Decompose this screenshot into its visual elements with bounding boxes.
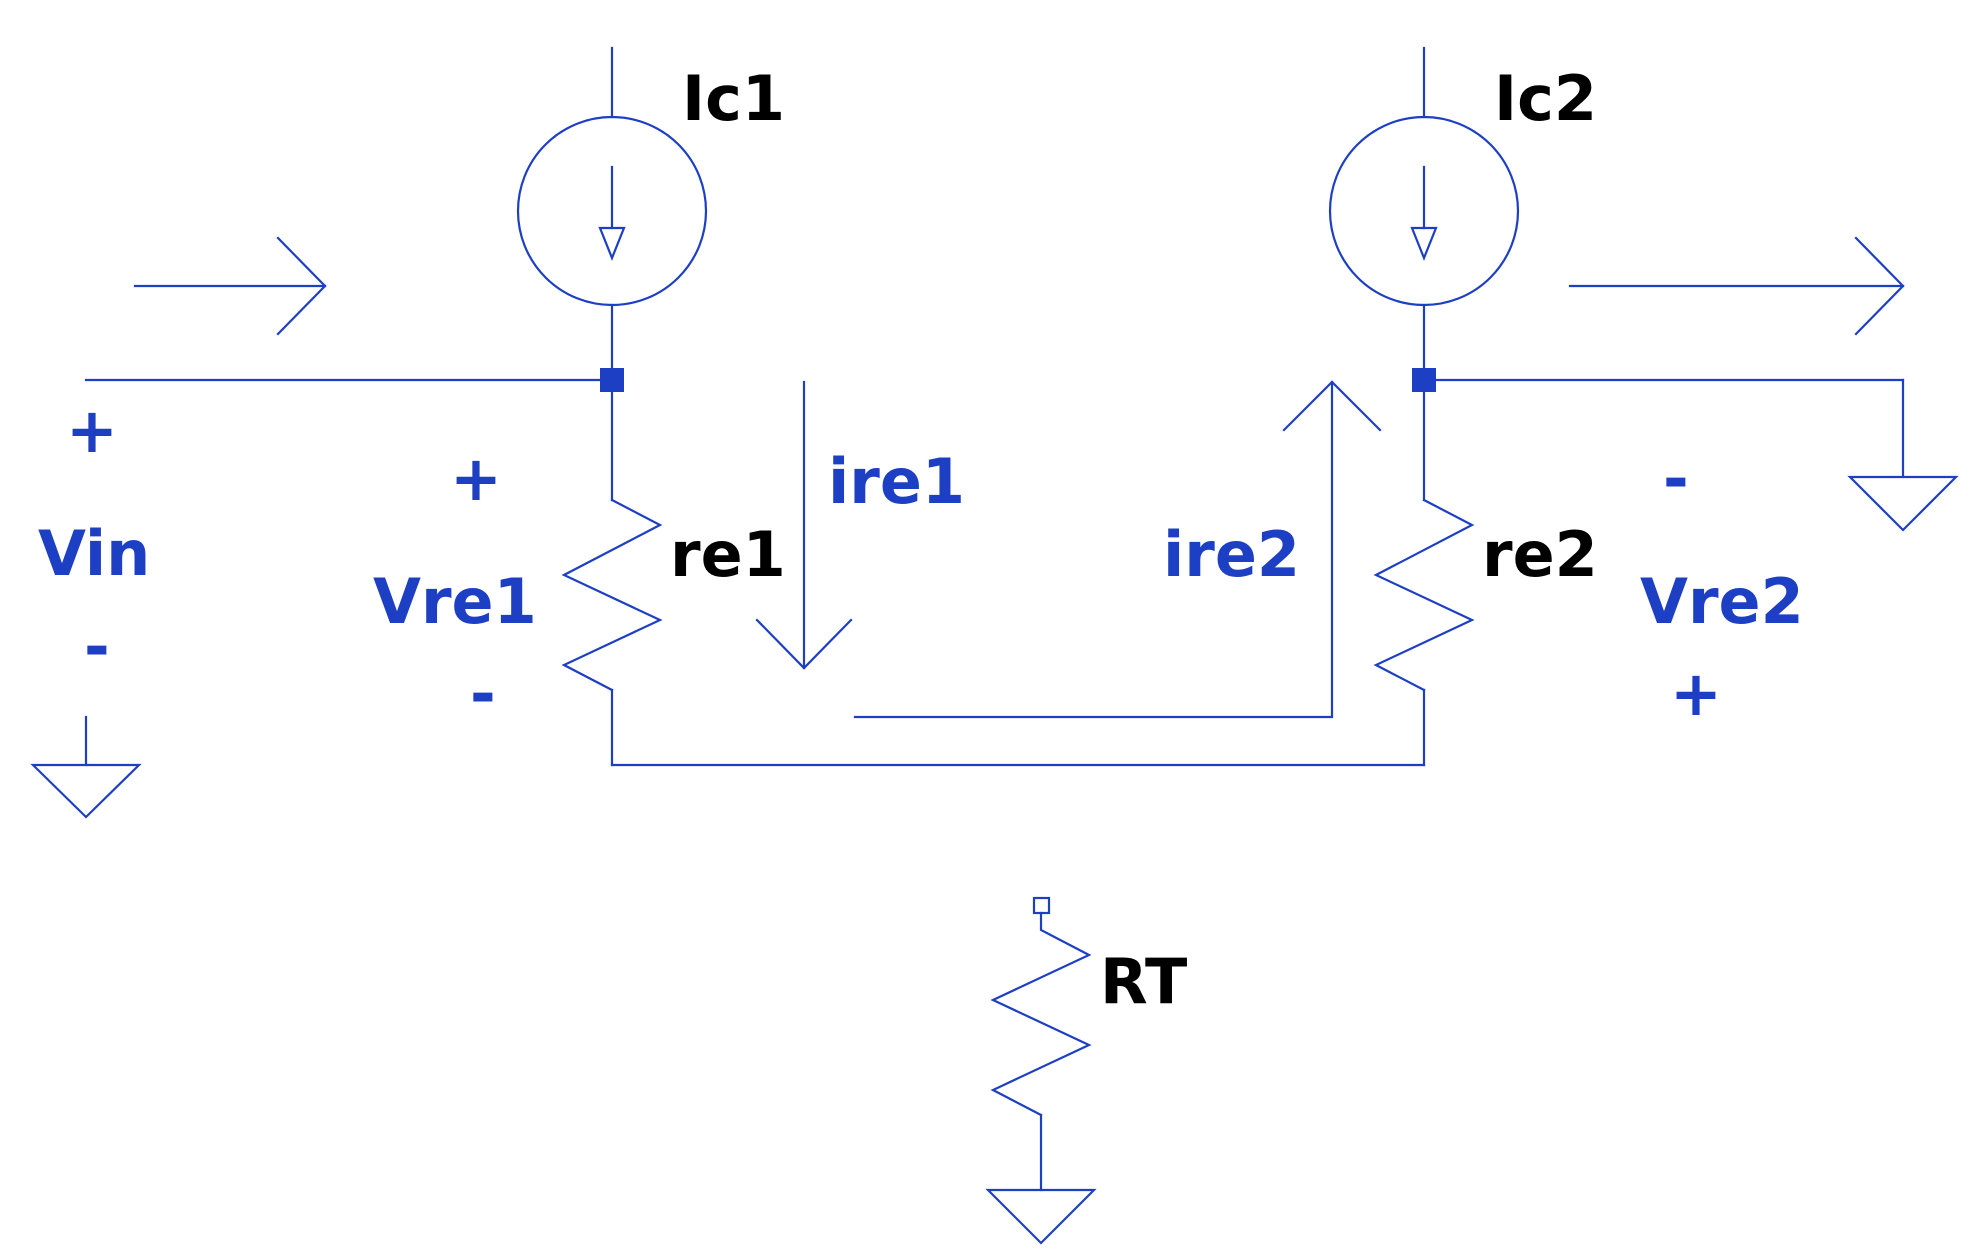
- vre1-minus-sign: -: [470, 657, 496, 730]
- label-rt: RT: [1100, 945, 1187, 1018]
- vre1-plus-sign: +: [450, 442, 502, 515]
- resistor-rt[interactable]: [990, 896, 1092, 1192]
- label-vre1: Vre1: [373, 565, 537, 638]
- label-vre2: Vre2: [1640, 565, 1804, 638]
- label-re2: re2: [1482, 518, 1598, 591]
- output-current-arrow: [1568, 236, 1905, 336]
- output-wire: [1422, 378, 1905, 477]
- vre2-plus-sign: +: [1670, 657, 1722, 730]
- label-vin: Vin: [38, 517, 150, 590]
- current-source-ic2[interactable]: [1328, 46, 1520, 382]
- label-ic1: Ic1: [682, 62, 785, 135]
- label-ire1: ire1: [828, 445, 965, 518]
- node-left: [600, 368, 624, 392]
- resistor-re2[interactable]: [1373, 390, 1475, 767]
- ground-symbol-rt: [985, 1188, 1097, 1245]
- ground-symbol-left: [30, 763, 142, 819]
- ire1-arrow: [755, 380, 853, 670]
- resistor-re1[interactable]: [561, 390, 663, 767]
- rt-pin: [1032, 896, 1051, 915]
- label-ic2: Ic2: [1494, 62, 1597, 135]
- vin-minus-sign: -: [84, 610, 110, 683]
- input-current-arrow: [133, 236, 327, 336]
- ground-symbol-right: [1847, 475, 1959, 532]
- vre2-minus-sign: -: [1663, 442, 1689, 515]
- vin-plus-sign: +: [66, 394, 118, 467]
- label-re1: re1: [670, 518, 786, 591]
- current-source-ic1[interactable]: [516, 46, 708, 382]
- label-ire2: ire2: [1163, 518, 1300, 591]
- ire2-arrow: [853, 380, 1382, 719]
